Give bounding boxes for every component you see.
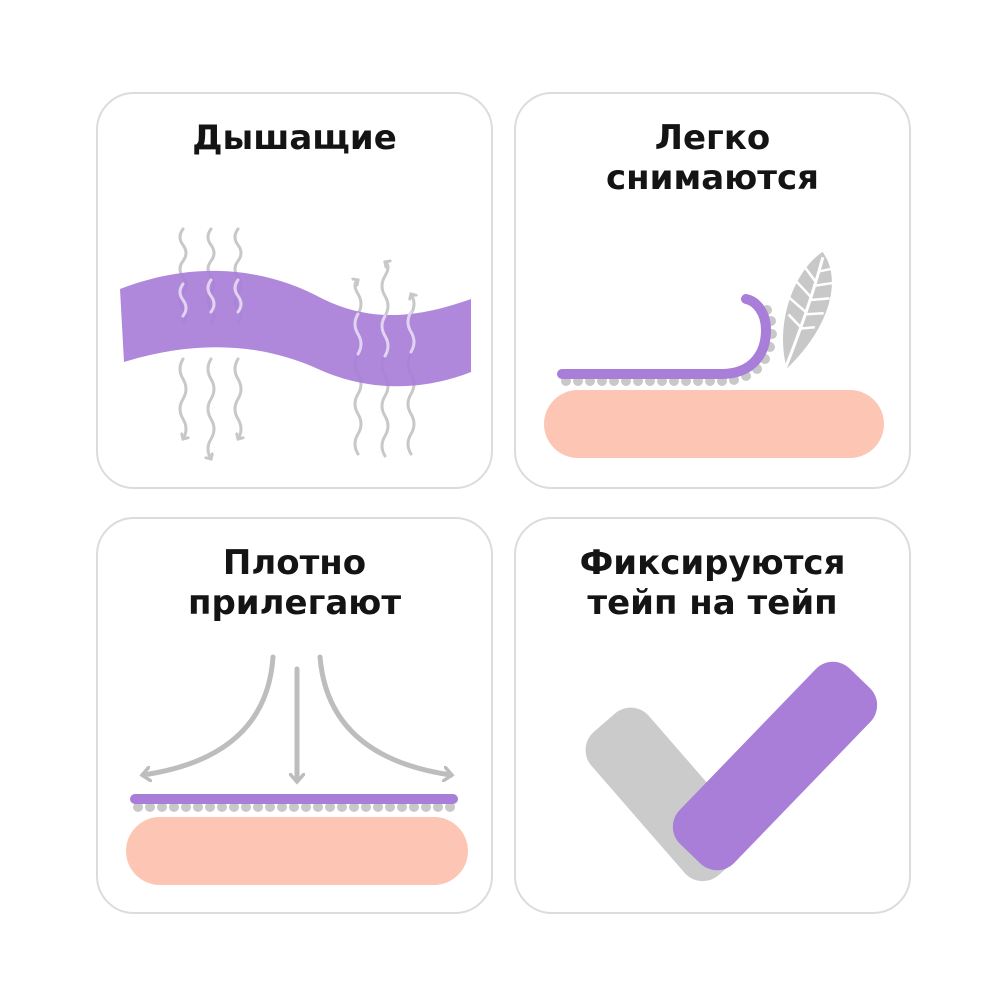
feature-title-line: прилегают: [187, 583, 402, 623]
feature-title-line: Фиксируются: [579, 543, 846, 583]
feature-title: Плотно прилегают: [98, 543, 491, 623]
feature-card-tape-on-tape: Фиксируются тейп на тейп: [514, 517, 911, 914]
feature-title: Фиксируются тейп на тейп: [516, 543, 909, 623]
feature-title: Дышащие: [98, 118, 491, 158]
tight-fit-icon: [126, 654, 468, 885]
feature-card-breathable: Дышащие: [96, 92, 493, 489]
tape-on-tape-icon: [585, 661, 878, 882]
easy-peel-icon: [544, 251, 884, 458]
feature-title-line: Плотно: [222, 543, 367, 583]
feature-title-line: Легко: [654, 118, 771, 158]
feature-title-line: снимаются: [606, 158, 819, 198]
breathable-fabric-icon: [120, 227, 471, 489]
feature-title-line: Дышащие: [192, 118, 397, 158]
feature-card-easy-peel: Легко снимаются: [514, 92, 911, 489]
feature-title: Легко снимаются: [516, 118, 909, 198]
feature-title-line: тейп на тейп: [587, 583, 838, 623]
feature-card-tight-fit: Плотно прилегают: [96, 517, 493, 914]
